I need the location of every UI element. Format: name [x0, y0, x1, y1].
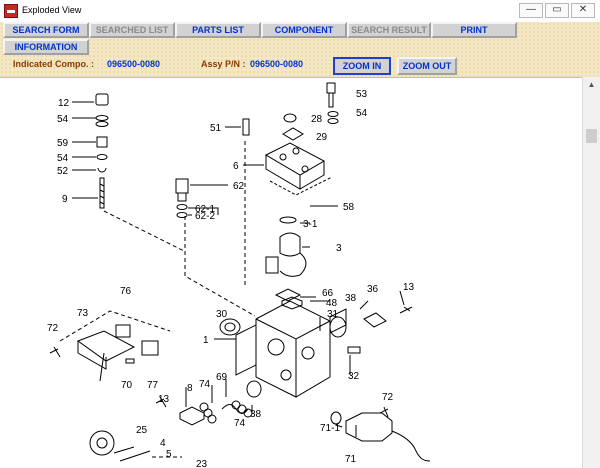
print-button[interactable]: PRINT — [431, 22, 517, 38]
part-label[interactable]: 13 — [403, 282, 415, 293]
information-button[interactable]: INFORMATION — [3, 39, 89, 55]
part-label[interactable]: 30 — [216, 309, 228, 320]
toolbar: SEARCH FORM SEARCHED LIST PARTS LIST COM… — [0, 22, 600, 77]
part-label[interactable]: 62-1 — [195, 204, 215, 215]
part-label[interactable]: 3 — [336, 243, 342, 254]
part-label[interactable]: 28 — [311, 114, 323, 125]
part-label[interactable]: 54 — [57, 114, 69, 125]
window-title: Exploded View — [22, 5, 82, 15]
part-label[interactable]: 72 — [382, 392, 394, 403]
minimize-button[interactable]: — — [519, 3, 543, 18]
part-label[interactable]: 70 — [121, 380, 133, 391]
close-button[interactable]: ✕ — [571, 3, 595, 18]
component-button[interactable]: COMPONENT — [261, 22, 347, 38]
part-label[interactable]: 62-2 — [195, 211, 215, 222]
indicated-compo-value: 096500-0080 — [107, 59, 161, 69]
part-label[interactable]: 76 — [120, 286, 132, 297]
part-label[interactable]: 29 — [316, 132, 328, 143]
part-label[interactable]: 31 — [327, 309, 339, 320]
part-label[interactable]: 53 — [356, 89, 368, 100]
part-label[interactable]: 77 — [147, 380, 159, 391]
part-label[interactable]: 51 — [210, 123, 222, 134]
part-label[interactable]: 3-1 — [303, 219, 318, 230]
part-label[interactable]: 5 — [166, 449, 172, 460]
part-label[interactable]: 12 — [58, 98, 70, 109]
title-bar: Exploded View — ▭ ✕ — [0, 0, 600, 23]
part-label[interactable]: 25 — [136, 425, 148, 436]
part-label[interactable]: 38 — [345, 293, 357, 304]
part-label[interactable]: 1 — [203, 335, 209, 346]
search-form-button[interactable]: SEARCH FORM — [3, 22, 89, 38]
part-label[interactable]: 54 — [57, 153, 69, 164]
part-label[interactable]: 8 — [187, 383, 193, 394]
part-label[interactable]: 9 — [62, 194, 68, 205]
part-label[interactable]: 71-1 — [320, 423, 340, 434]
part-label[interactable]: 23 — [196, 459, 208, 468]
assy-pn-value: 096500-0080 — [250, 59, 304, 69]
exploded-view-diagram: 12 54 59 54 52 9 53 54 28 29 51 6 62 62-… — [0, 77, 582, 468]
part-label[interactable]: 62 — [233, 181, 245, 192]
parts-list-button[interactable]: PARTS LIST — [175, 22, 261, 38]
zoom-out-button[interactable]: ZOOM OUT — [397, 57, 457, 75]
part-label[interactable]: 74 — [199, 379, 211, 390]
part-label[interactable]: 58 — [343, 202, 355, 213]
part-label[interactable]: 13 — [158, 394, 170, 405]
assy-pn-label: Assy P/N : — [201, 59, 246, 69]
part-label[interactable]: 73 — [77, 308, 89, 319]
cap-part — [95, 93, 109, 106]
scroll-thumb[interactable] — [586, 129, 597, 143]
part-label[interactable]: 38 — [250, 409, 262, 420]
part-label[interactable]: 66 — [322, 288, 334, 299]
part-label[interactable]: 72 — [47, 323, 59, 334]
part-label[interactable]: 4 — [160, 438, 166, 449]
vertical-scrollbar[interactable]: ▲ — [582, 77, 600, 468]
searched-list-button[interactable]: SEARCHED LIST — [89, 22, 175, 38]
part-label[interactable]: 52 — [57, 166, 69, 177]
part-label[interactable]: 69 — [216, 372, 228, 383]
part-label[interactable]: 74 — [234, 418, 246, 429]
part-label[interactable]: 71 — [345, 454, 357, 465]
part-label[interactable]: 32 — [348, 371, 360, 382]
part-label[interactable]: 6 — [233, 161, 239, 172]
part-label[interactable]: 36 — [367, 284, 379, 295]
search-result-button[interactable]: SEARCH RESULT — [347, 22, 431, 38]
part-label[interactable]: 48 — [326, 298, 338, 309]
zoom-in-button[interactable]: ZOOM IN — [333, 57, 391, 75]
part-label[interactable]: 54 — [356, 108, 368, 119]
restore-button[interactable]: ▭ — [545, 3, 569, 18]
indicated-compo-label: Indicated Compo. : — [13, 59, 94, 69]
app-icon — [4, 4, 18, 18]
scroll-up-icon[interactable]: ▲ — [587, 80, 596, 89]
part-label[interactable]: 59 — [57, 138, 69, 149]
